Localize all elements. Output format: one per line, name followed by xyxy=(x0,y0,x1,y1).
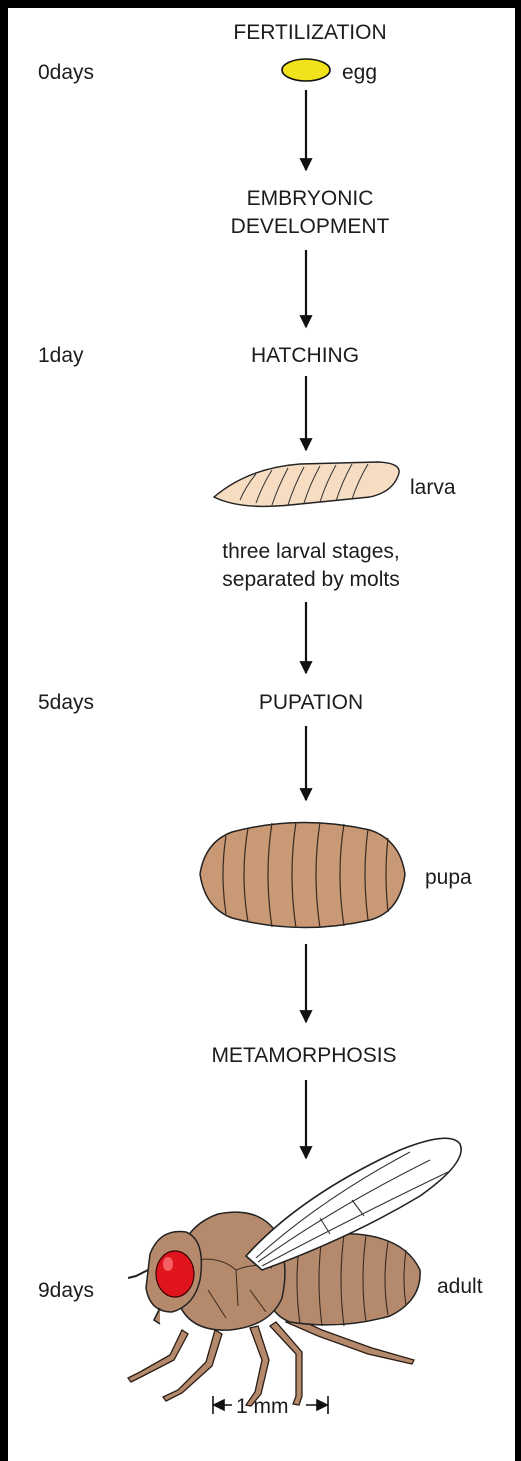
scale-bar xyxy=(213,1396,328,1414)
adult-fly-shape xyxy=(128,1138,461,1406)
egg-shape xyxy=(282,59,330,81)
larva-shape xyxy=(214,462,399,506)
pupa-shape xyxy=(200,822,405,928)
fly-red-eye xyxy=(156,1251,194,1297)
